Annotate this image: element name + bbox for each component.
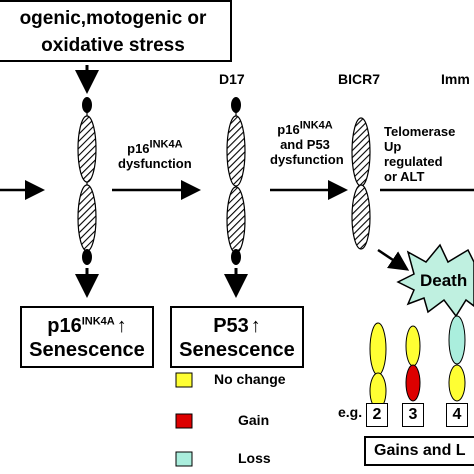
legend-swatch-loss (175, 451, 193, 467)
example-label: e.g. (338, 404, 363, 420)
stress-line-1: ogenic,motogenic or (19, 8, 207, 29)
death-label: Death (420, 271, 468, 290)
legend-swatch-gain (175, 413, 193, 429)
up-arrow-icon: ↑ (116, 315, 127, 337)
transition-1-label: p16INK4A dysfunction (118, 138, 192, 171)
example-number-box-3: 3 (402, 403, 424, 427)
example-chromosome-3 (405, 325, 421, 402)
transition-3-text-b: Up (384, 139, 402, 154)
transition-2-text-a: p16 (277, 122, 300, 137)
transition-2-text-c: dysfunction (270, 152, 344, 167)
chromosome-3 (351, 117, 371, 250)
transition-2-label: p16INK4A and P53 dysfunction (270, 119, 344, 167)
transition-3-text-c: regulated (384, 154, 443, 169)
legend-label-no-change: No change (214, 371, 286, 387)
legend-swatch-no-change (175, 372, 193, 388)
chromosome-1 (77, 97, 97, 265)
stress-line-2: oxidative stress (41, 35, 185, 56)
senescence-box-p53: P53↑ Senescence (170, 306, 304, 368)
example-chromosome-2 (369, 322, 387, 410)
transition-3-label: Telomerase Up regulated or ALT (384, 124, 455, 184)
transition-1-text-b: dysfunction (118, 156, 192, 171)
example-number-box-2: 2 (366, 403, 388, 427)
example-chromosome-4 (448, 315, 466, 402)
transition-2-sup: INK4A (299, 119, 333, 132)
up-arrow-icon: ↑ (250, 315, 261, 337)
box-p53-senescence: Senescence (179, 339, 295, 361)
stage-label-d17: D17 (219, 71, 245, 87)
arrow-to-death (377, 248, 410, 271)
example-number-box-4: 4 (446, 403, 468, 427)
stage-label-bicr7: BICR7 (338, 71, 381, 87)
box-p16-sup: INK4A (81, 315, 115, 328)
transition-1-text-a: p16 (127, 141, 150, 156)
gains-losses-box: Gains and L (364, 436, 474, 466)
box-p53-title: P53↑ (172, 314, 302, 338)
stage-label-imm: Imm (441, 71, 470, 87)
transition-3-text-d: or ALT (384, 169, 425, 184)
box-p16-senescence: Senescence (29, 339, 145, 361)
stress-box: ogenic,motogenic or oxidative stress (0, 0, 232, 62)
transition-1-sup: INK4A (149, 138, 183, 151)
chromosome-2 (226, 97, 246, 265)
legend-label-loss: Loss (238, 450, 271, 466)
legend-label-gain: Gain (238, 412, 270, 428)
box-p53-main: P53 (213, 315, 249, 337)
senescence-box-p16: p16INK4A↑ Senescence (20, 306, 154, 368)
transition-3-text-a: Telomerase (384, 124, 456, 139)
transition-2-text-b: and P53 (280, 137, 330, 152)
box-p16-main: p16 (47, 315, 82, 337)
box-p16-title: p16INK4A↑ (22, 314, 152, 338)
